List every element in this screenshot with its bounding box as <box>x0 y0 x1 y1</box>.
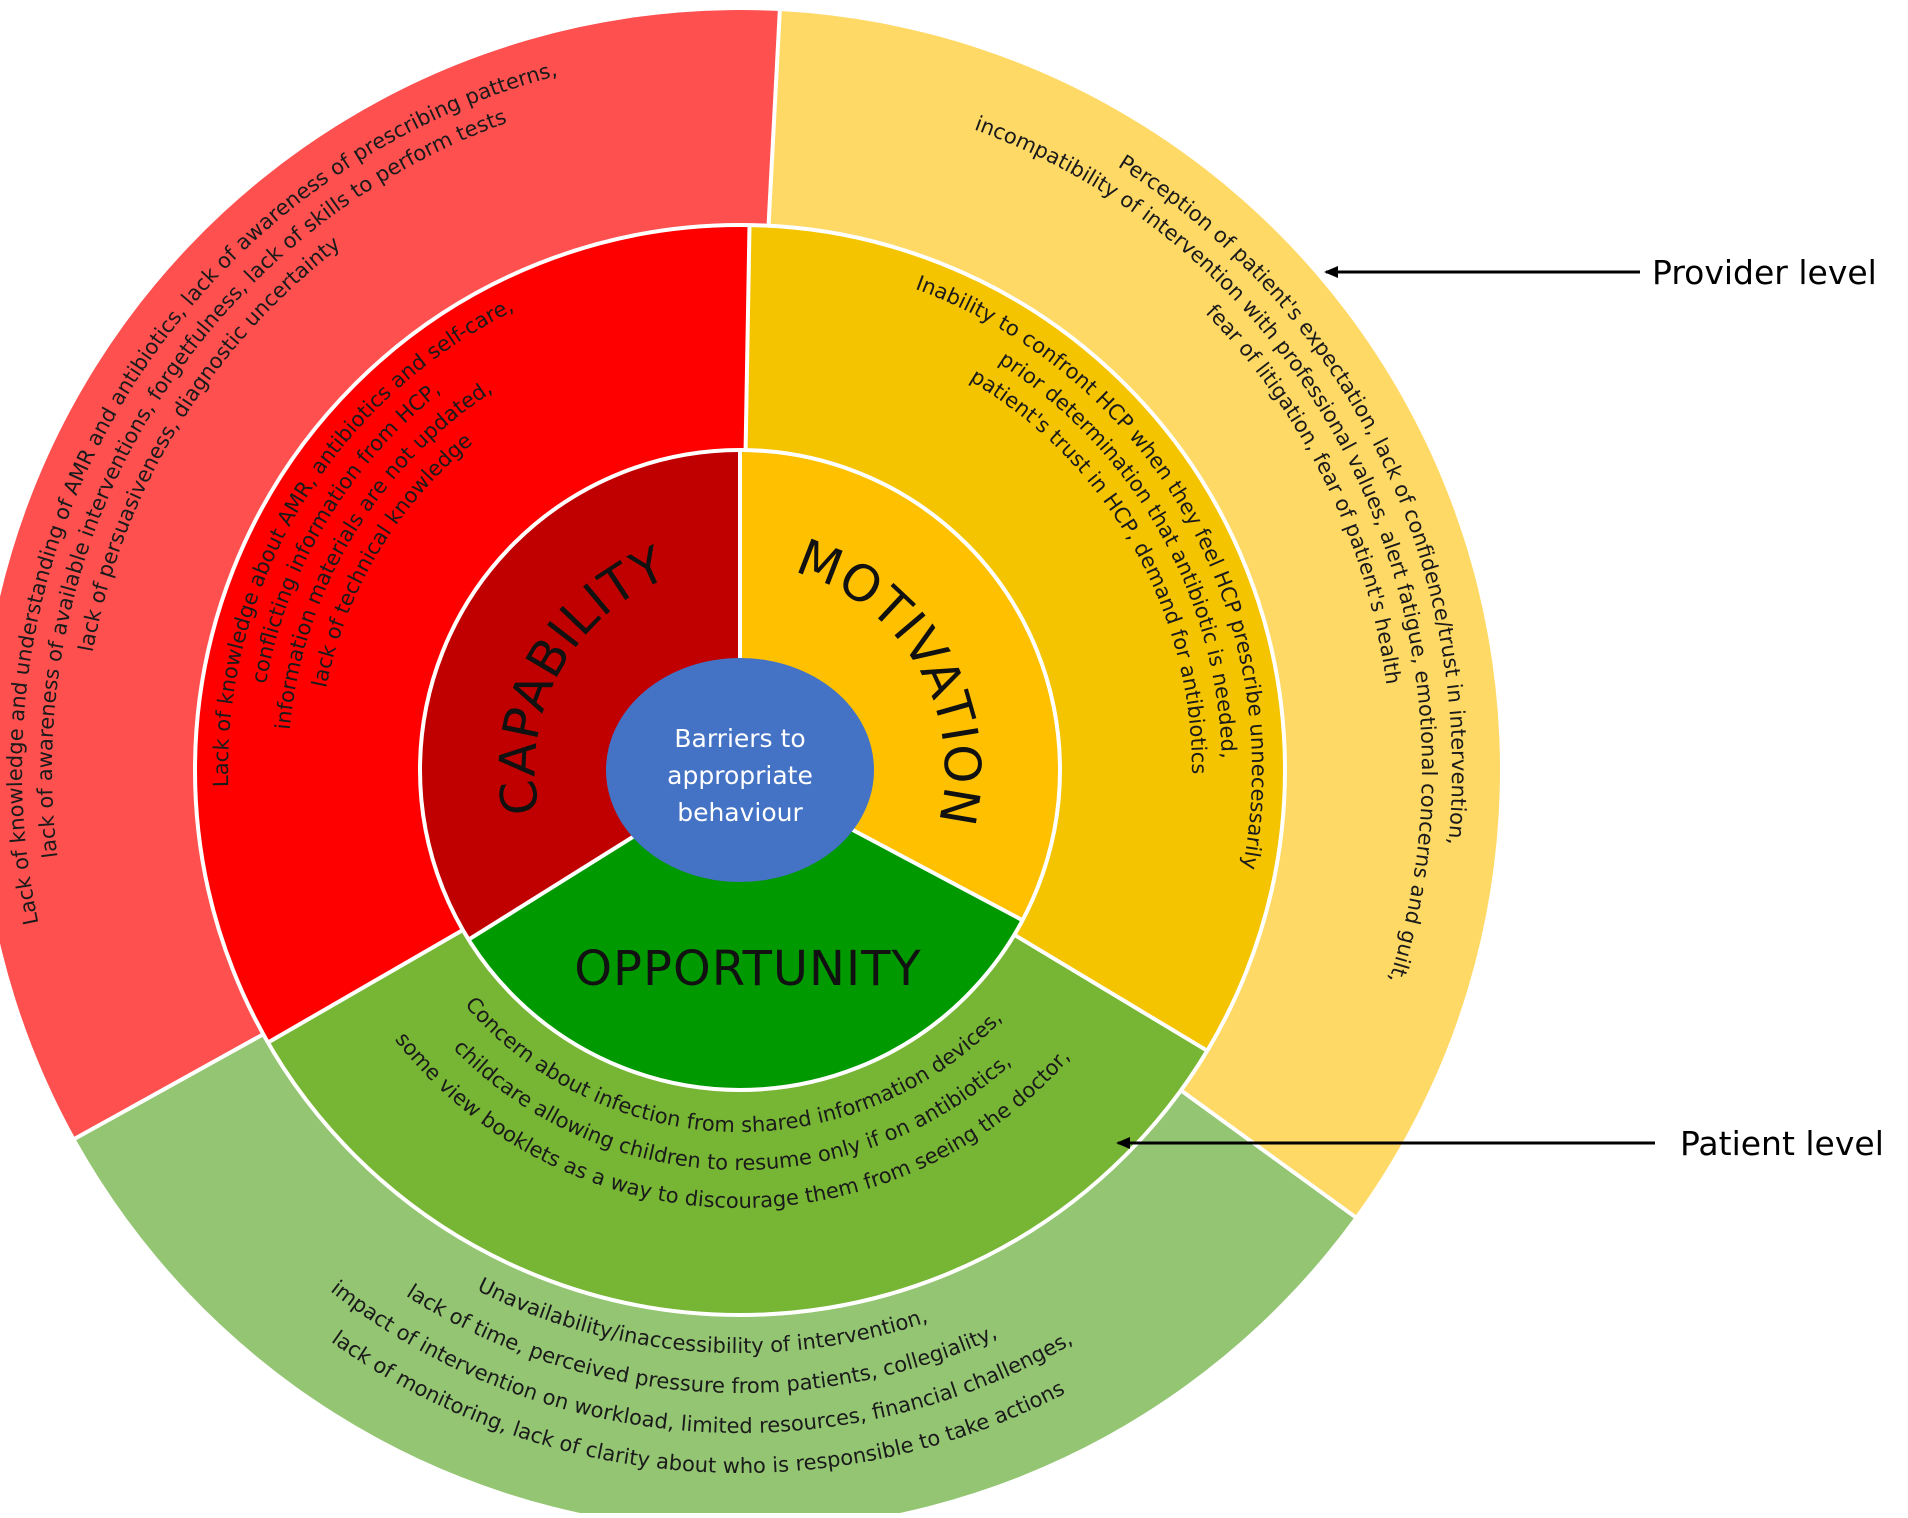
outer-divider-3 <box>1179 1088 1358 1220</box>
middle-divider-3 <box>1013 933 1209 1053</box>
motivation-middle-ring <box>745 225 1285 1051</box>
capability-middle-ring <box>195 224 750 1043</box>
outer-divider-1 <box>72 1032 265 1142</box>
ring-separator-2 <box>193 223 1287 1317</box>
middle-divider-1 <box>267 928 464 1045</box>
opportunity-label: OPPORTUNITY <box>574 941 921 997</box>
opportunity-outer-ring <box>75 1034 1355 1518</box>
center-text-line: appropriate <box>667 761 813 790</box>
opportunity-core <box>468 770 1023 1091</box>
opportunity-middle-ring <box>268 930 1208 1315</box>
outer-divider-2 <box>766 8 782 226</box>
provider-level-label: Provider level <box>1652 253 1877 292</box>
middle-divider-2 <box>743 225 752 451</box>
capability-outer-ring <box>0 10 780 1139</box>
motivation-outer-ring <box>768 11 1501 1217</box>
center-text-line: Barriers to <box>674 724 805 753</box>
patient-level-label: Patient level <box>1680 1124 1884 1163</box>
center-text-line: behaviour <box>677 798 803 827</box>
center-circle <box>606 658 874 882</box>
